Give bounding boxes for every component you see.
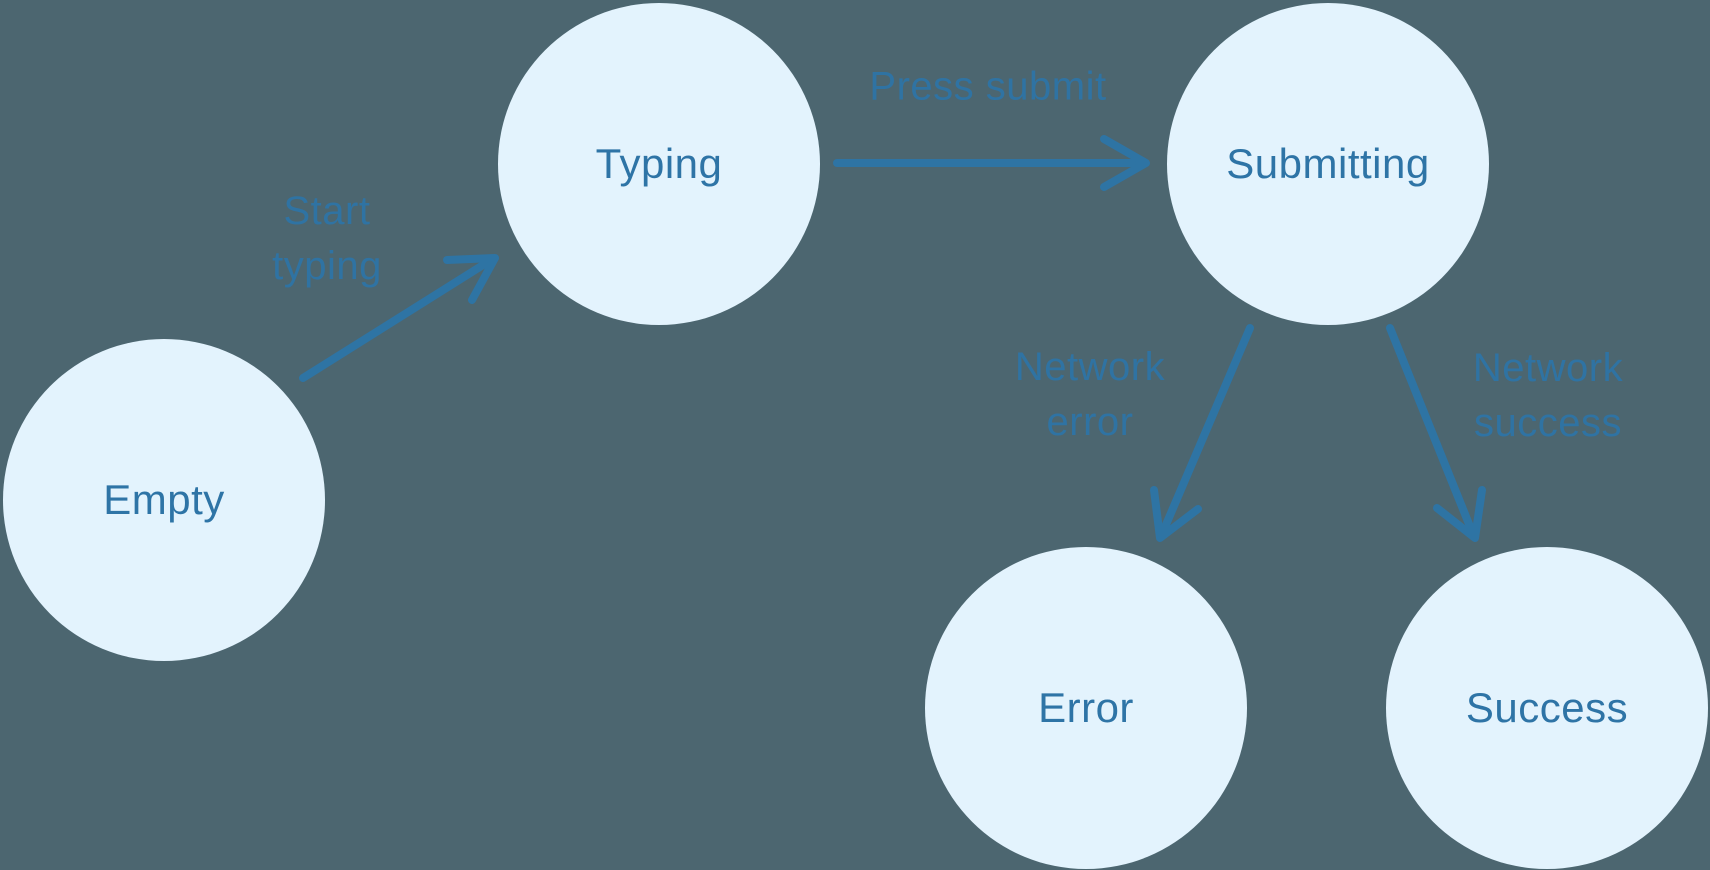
edge-label-press-submit: Press submit — [869, 64, 1107, 109]
state-node-error: Error — [925, 547, 1247, 869]
arrow-shaft — [1386, 324, 1477, 538]
state-label-empty: Empty — [103, 476, 225, 523]
state-label-success: Success — [1465, 684, 1629, 731]
edge-label-start-typing: Start typing — [272, 188, 382, 288]
state-node-submitting: Submitting — [1167, 3, 1489, 325]
arrowhead-icon — [1100, 135, 1150, 191]
arrow-press-submit — [833, 135, 1150, 191]
state-node-empty: Empty — [3, 339, 325, 661]
arrow-network-success — [1386, 324, 1486, 542]
arrowhead-icon — [1433, 486, 1486, 542]
arrow-shaft — [1158, 324, 1254, 538]
state-node-success: Success — [1386, 547, 1708, 869]
edge-label-network-error: Network error — [1014, 344, 1166, 444]
state-label-typing: Typing — [595, 140, 723, 187]
arrow-network-error — [1150, 324, 1254, 542]
edge-label-network-success: Network success — [1472, 345, 1624, 445]
state-label-error: Error — [1038, 684, 1134, 731]
arrow-start-typing — [299, 254, 499, 382]
state-node-typing: Typing — [498, 3, 820, 325]
arrowhead-icon — [443, 254, 499, 304]
arrow-shaft — [299, 256, 495, 382]
state-label-submitting: Submitting — [1226, 140, 1430, 187]
arrowhead-icon — [1150, 486, 1202, 542]
